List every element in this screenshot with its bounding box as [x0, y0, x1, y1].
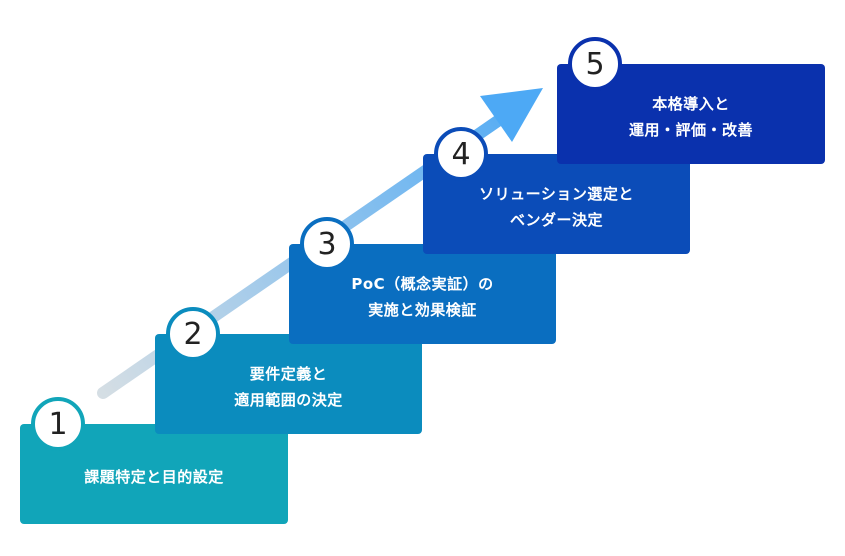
- step-4-label: ソリューション選定と ベンダー決定: [479, 184, 634, 229]
- step-1-label: 課題特定と目的設定: [84, 467, 224, 486]
- step-2-label: 要件定義と 適用範囲の決定: [234, 364, 343, 409]
- step-2-box: 要件定義と 適用範囲の決定: [155, 334, 422, 434]
- step-5-number-badge: 5: [568, 37, 622, 91]
- arrow-head: [480, 88, 543, 142]
- step-4-number-badge: 4: [434, 127, 488, 181]
- step-3-label: PoC（概念実証）の 実施と効果検証: [351, 274, 494, 319]
- step-1-number-badge: 1: [31, 397, 85, 451]
- step-3-number-badge: 3: [300, 217, 354, 271]
- step-5-label: 本格導入と 運用・評価・改善: [628, 94, 753, 139]
- step-5-box: 本格導入と 運用・評価・改善: [557, 64, 825, 164]
- step-2-number-badge: 2: [166, 307, 220, 361]
